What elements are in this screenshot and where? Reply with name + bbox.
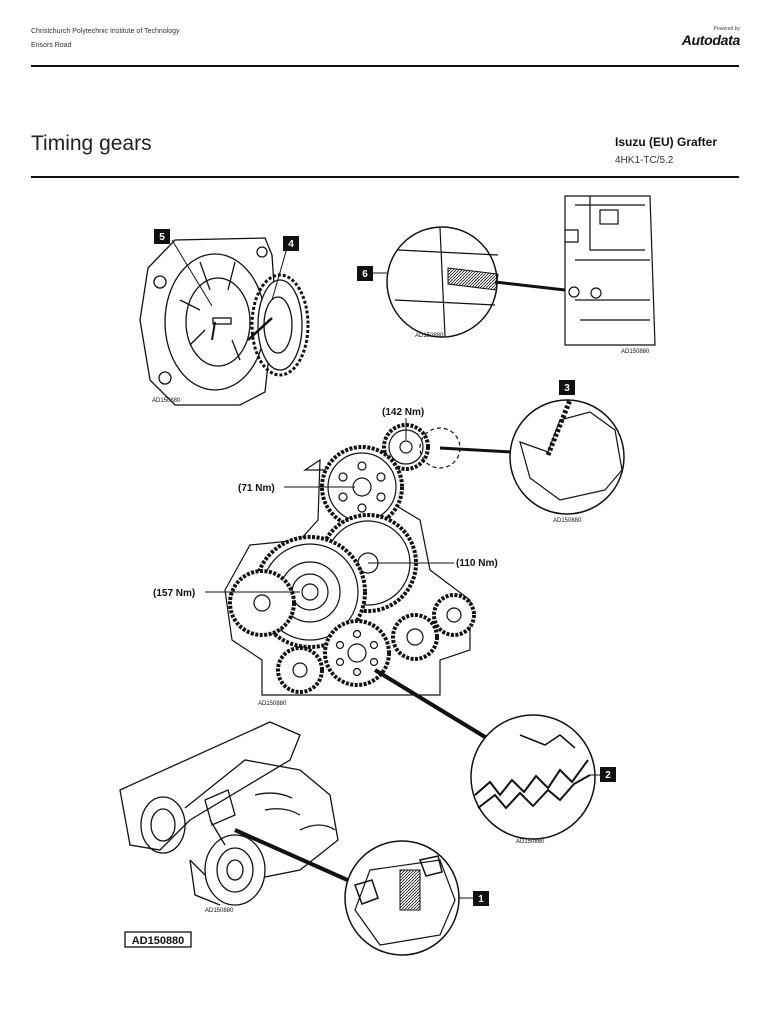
engine-code: 4HK1-TC/5.2 <box>615 155 674 166</box>
torque-label: (142 Nm) <box>382 407 424 418</box>
header-divider <box>31 65 739 67</box>
ref-code: AD150880 <box>415 333 444 339</box>
magnifier-3 <box>509 399 625 515</box>
svg-text:6: 6 <box>362 269 368 280</box>
callout-4: 4 <box>283 236 299 251</box>
organization-address: Ensors Road <box>31 42 72 49</box>
vehicle-name: Isuzu (EU) Grafter <box>615 135 718 149</box>
ref-code: AD150880 <box>258 701 287 707</box>
gear-housing-illustration <box>139 237 310 406</box>
torque-label: (157 Nm) <box>153 588 195 599</box>
leader-4 <box>271 247 288 301</box>
ref-code: AD150880 <box>205 908 234 914</box>
engine-block-detail <box>564 195 656 346</box>
ref-code: AD150880 <box>621 349 650 355</box>
title-divider <box>31 176 739 178</box>
ref-code: AD150880 <box>516 839 545 845</box>
callout-2: 2 <box>600 767 616 782</box>
brand-logo: Powered by Autodata <box>668 26 741 52</box>
svg-text:4: 4 <box>288 239 294 250</box>
callout-1: 1 <box>473 891 489 906</box>
svg-text:5: 5 <box>159 232 165 243</box>
figure-reference-box: AD150880 <box>124 931 192 948</box>
ref-code: AD150880 <box>152 398 181 404</box>
leader-6 <box>494 280 566 292</box>
timing-gears-diagram: 5 4 AD150880 6 AD150880 AD150880 <box>119 195 656 956</box>
gear-train <box>224 423 476 696</box>
torque-label: (71 Nm) <box>238 483 275 494</box>
svg-text:3: 3 <box>564 383 570 394</box>
callout-3: 3 <box>559 380 575 395</box>
svg-text:2: 2 <box>605 770 611 781</box>
svg-text:1: 1 <box>478 894 484 905</box>
page-title: Timing gears <box>31 132 152 155</box>
autodata-logo-text: Autodata <box>681 32 741 48</box>
svg-text:AD150880: AD150880 <box>132 935 185 947</box>
callout-5: 5 <box>154 229 170 244</box>
leader-5 <box>171 239 213 307</box>
torque-label: (110 Nm) <box>456 558 498 569</box>
powered-by-label: Powered by <box>713 26 740 32</box>
magnifier-2 <box>470 714 596 840</box>
callout-6: 6 <box>357 266 373 281</box>
ref-code: AD150880 <box>553 518 582 524</box>
magnifier-6 <box>386 226 499 338</box>
special-tool-illustration <box>119 721 339 906</box>
organization-name: Christchurch Polytechnic Institute of Te… <box>31 28 180 35</box>
magnifier-1 <box>344 840 460 956</box>
